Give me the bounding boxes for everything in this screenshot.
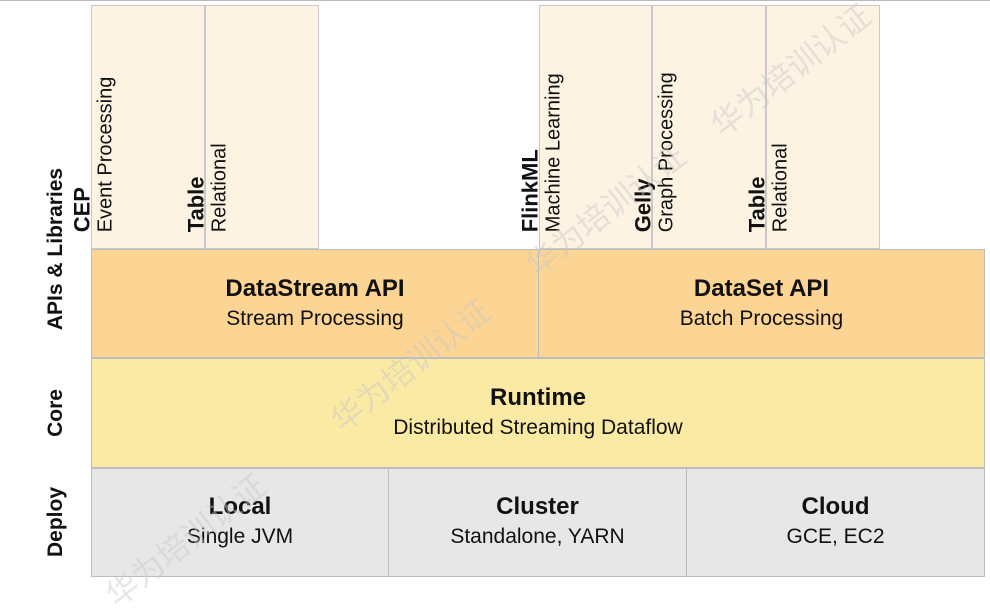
dataset-api-title: DataSet API — [693, 275, 830, 302]
runtime-title: Runtime — [490, 384, 586, 411]
library-title: Table — [183, 176, 209, 232]
library-title: Gelly — [630, 178, 656, 232]
deploy-local-title: Local — [208, 493, 272, 520]
deploy-cluster-block: Cluster Standalone, YARN — [388, 468, 687, 577]
layer-label-deploy: Deploy — [44, 486, 67, 558]
library-subtitle: Relational — [209, 143, 231, 232]
datastream-api-subtitle: Stream Processing — [226, 307, 404, 330]
library-title: FlinkML — [517, 148, 543, 232]
dataset-api-subtitle: Batch Processing — [679, 307, 844, 330]
library-cep-text: CEP Event Processing — [70, 76, 118, 232]
deploy-cluster-subtitle: Standalone, YARN — [450, 525, 625, 548]
deploy-cloud-block: Cloud GCE, EC2 — [686, 468, 985, 577]
library-title: Table — [744, 176, 770, 232]
library-table-batch: Table Relational — [745, 5, 880, 249]
deploy-local-subtitle: Single JVM — [186, 525, 294, 548]
deploy-cluster-title: Cluster — [496, 493, 579, 520]
library-subtitle: Machine Learning — [543, 73, 565, 232]
runtime-block: Runtime Distributed Streaming Dataflow — [91, 358, 985, 468]
top-frame-line — [0, 0, 990, 5]
dataset-api-block: DataSet API Batch Processing — [538, 249, 985, 358]
library-subtitle: Graph Processing — [656, 71, 678, 232]
library-subtitle: Event Processing — [95, 76, 117, 232]
library-subtitle: Relational — [770, 143, 792, 232]
library-table-stream: Table Relational — [184, 5, 319, 249]
deploy-cloud-subtitle: GCE, EC2 — [786, 525, 885, 548]
library-flinkml: FlinkML Machine Learning — [518, 5, 652, 249]
layer-label-apis-libraries: APIs & Libraries — [44, 167, 67, 331]
deploy-cloud-title: Cloud — [801, 493, 870, 520]
deploy-local-block: Local Single JVM — [91, 468, 389, 577]
library-gelly-text: Gelly Graph Processing — [631, 72, 679, 232]
datastream-api-title: DataStream API — [225, 275, 405, 302]
library-table-stream-text: Table Relational — [184, 143, 232, 232]
library-flinkml-text: FlinkML Machine Learning — [518, 73, 566, 232]
layer-label-core: Core — [44, 389, 67, 437]
library-gelly: Gelly Graph Processing — [631, 5, 766, 249]
library-table-batch-text: Table Relational — [745, 143, 793, 232]
runtime-subtitle: Distributed Streaming Dataflow — [393, 416, 683, 439]
datastream-api-block: DataStream API Stream Processing — [91, 249, 539, 358]
library-title: CEP — [69, 186, 95, 232]
library-cep: CEP Event Processing — [70, 5, 205, 249]
